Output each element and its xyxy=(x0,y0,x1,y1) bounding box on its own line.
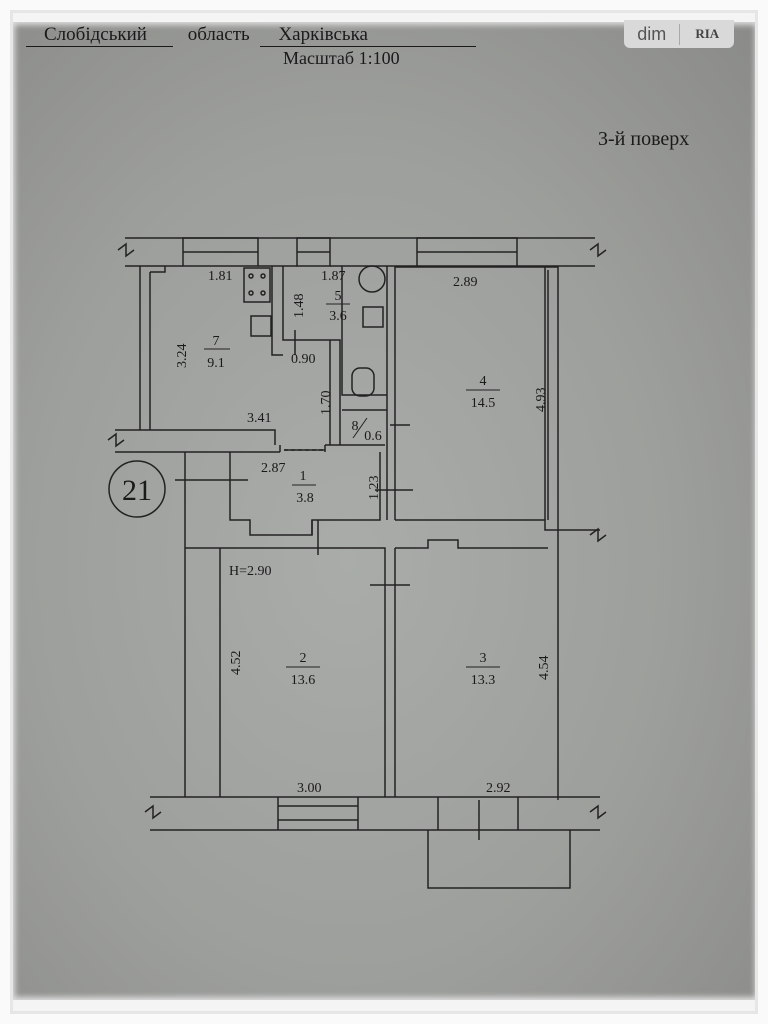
apartment-number-circle xyxy=(108,460,166,518)
oblast-label: область xyxy=(187,24,250,45)
dimria-logo[interactable]: dim RIA xyxy=(624,20,734,48)
dimensions: 1.81 1.87 2.89 1.48 3.24 0.90 1.70 3.41 … xyxy=(175,269,552,796)
dim-2-87: 2.87 xyxy=(261,461,286,476)
room-2-area: 13.6 xyxy=(291,673,316,688)
room-5-area: 3.6 xyxy=(329,309,347,324)
walls xyxy=(107,237,607,889)
room-1-number: 1 xyxy=(300,469,307,484)
logo-part-dim: dim xyxy=(624,23,681,45)
room-5-number: 5 xyxy=(335,289,342,304)
dim-4-52: 4.52 xyxy=(229,651,244,676)
scale-label: Масштаб 1:100 xyxy=(283,48,400,68)
toilet-icon xyxy=(351,367,375,397)
room-labels: 1 3.8 2 13.6 3 13.3 4 14.5 5 3.6 7 9.1 8… xyxy=(204,289,500,688)
ceiling-height: H=2.90 xyxy=(229,564,272,579)
sink-icon xyxy=(250,315,272,337)
boiler-icon xyxy=(358,265,386,293)
room-1-area: 3.8 xyxy=(296,491,314,506)
dim-1-87: 1.87 xyxy=(321,269,346,284)
floor-label: 3-й поверх xyxy=(598,128,690,150)
plan-header: Слобідський область Харківська xyxy=(26,24,476,47)
dim-3-24: 3.24 xyxy=(175,344,190,369)
dim-2-92: 2.92 xyxy=(486,781,511,796)
dim-3-41: 3.41 xyxy=(247,411,272,426)
room-4-area: 14.5 xyxy=(471,396,496,411)
stove-icon xyxy=(243,267,271,303)
oblast-name: Харківська xyxy=(260,24,476,47)
dim-1-23: 1.23 xyxy=(367,476,382,501)
dim-1-81: 1.81 xyxy=(208,269,233,284)
dim-3-00: 3.00 xyxy=(297,781,322,796)
dim-0-90: 0.90 xyxy=(291,352,316,367)
dim-4-93: 4.93 xyxy=(534,388,549,413)
logo-part-ria: RIA xyxy=(695,26,720,41)
room-2-number: 2 xyxy=(300,651,307,666)
room-3-number: 3 xyxy=(480,651,487,666)
bath-sink-icon xyxy=(362,306,384,328)
room-8-area: 0.6 xyxy=(364,429,382,444)
dim-1-70: 1.70 xyxy=(319,391,334,416)
room-3-area: 13.3 xyxy=(471,673,496,688)
dim-2-89: 2.89 xyxy=(453,275,478,290)
room-4-number: 4 xyxy=(480,374,487,389)
apartment-number: 21 xyxy=(122,474,152,507)
room-7-area: 9.1 xyxy=(207,356,225,371)
district-name: Слобідський xyxy=(26,24,173,47)
floor-plan-sheet xyxy=(12,22,758,1000)
room-7-number: 7 xyxy=(213,334,220,349)
dim-1-48: 1.48 xyxy=(292,294,307,319)
dim-4-54: 4.54 xyxy=(537,656,552,681)
room-8-number: 8 xyxy=(352,419,359,434)
